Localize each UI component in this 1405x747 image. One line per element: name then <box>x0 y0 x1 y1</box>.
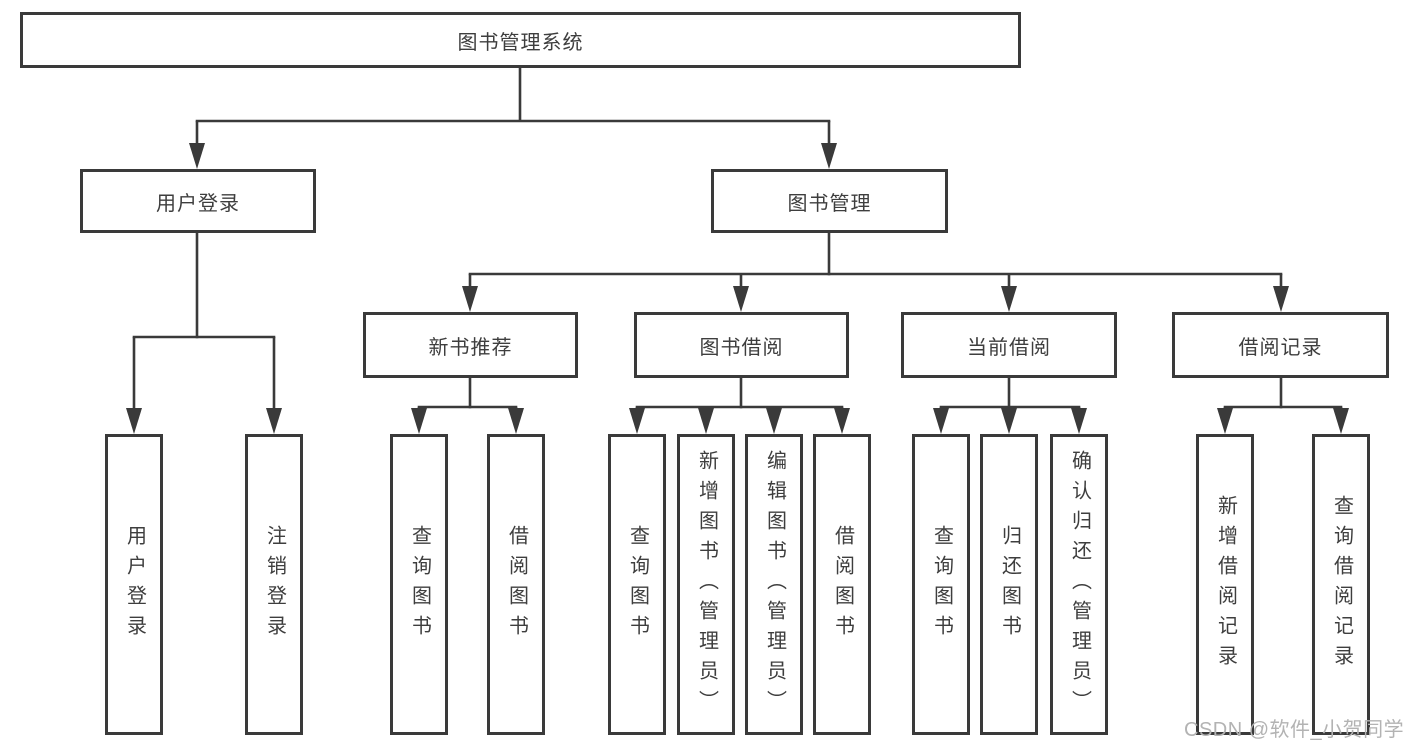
leaf-label: 新增图书（管理员） <box>695 449 718 720</box>
leaf-query-borrow-record: 查询借阅记录 <box>1312 434 1370 735</box>
node-user-login: 用户登录 <box>80 169 316 233</box>
leaf-label: 归还图书 <box>998 524 1021 645</box>
leaf-label: 用户登录 <box>123 524 146 645</box>
leaf-confirm-return-admin: 确认归还（管理员） <box>1050 434 1108 735</box>
leaf-label: 新增借阅记录 <box>1214 494 1237 675</box>
node-book-borrowing: 图书借阅 <box>634 312 849 378</box>
node-label: 借阅记录 <box>1238 336 1323 359</box>
leaf-edit-book-admin: 编辑图书（管理员） <box>745 434 803 735</box>
leaf-label: 注销登录 <box>263 524 286 645</box>
leaf-add-borrow-record: 新增借阅记录 <box>1196 434 1254 735</box>
leaf-return-books: 归还图书 <box>980 434 1038 735</box>
leaf-label: 借阅图书 <box>505 524 528 645</box>
node-borrowing-records: 借阅记录 <box>1172 312 1389 378</box>
leaf-query-books-borrowing: 查询图书 <box>608 434 666 735</box>
leaf-label: 借阅图书 <box>831 524 854 645</box>
leaf-label: 查询借阅记录 <box>1330 494 1353 675</box>
leaf-borrow-books-borrowing: 借阅图书 <box>813 434 871 735</box>
node-label: 图书管理 <box>787 192 872 215</box>
node-label: 当前借阅 <box>967 336 1051 359</box>
node-new-book-recommend: 新书推荐 <box>363 312 578 378</box>
leaf-user-login: 用户登录 <box>105 434 163 735</box>
leaf-label: 查询图书 <box>408 524 431 645</box>
node-label: 用户登录 <box>156 192 240 215</box>
leaf-label: 编辑图书（管理员） <box>763 449 786 720</box>
arrowheads <box>126 143 1349 434</box>
csdn-watermark: CSDN @软件_小贺同学 <box>1184 719 1405 741</box>
leaf-add-book-admin: 新增图书（管理员） <box>677 434 735 735</box>
node-label: 新书推荐 <box>428 336 513 359</box>
leaf-label: 查询图书 <box>930 524 953 645</box>
leaf-logout: 注销登录 <box>245 434 303 735</box>
node-label: 图书借阅 <box>699 336 784 359</box>
leaf-label: 确认归还（管理员） <box>1068 449 1091 720</box>
node-library-management-system: 图书管理系统 <box>20 12 1021 68</box>
leaf-label: 查询图书 <box>626 524 649 645</box>
node-current-borrowing: 当前借阅 <box>901 312 1117 378</box>
leaf-borrow-books-recommend: 借阅图书 <box>487 434 545 735</box>
node-label: 图书管理系统 <box>457 31 584 54</box>
leaf-query-books-recommend: 查询图书 <box>390 434 448 735</box>
leaf-query-books-current: 查询图书 <box>912 434 970 735</box>
node-book-management: 图书管理 <box>711 169 948 233</box>
